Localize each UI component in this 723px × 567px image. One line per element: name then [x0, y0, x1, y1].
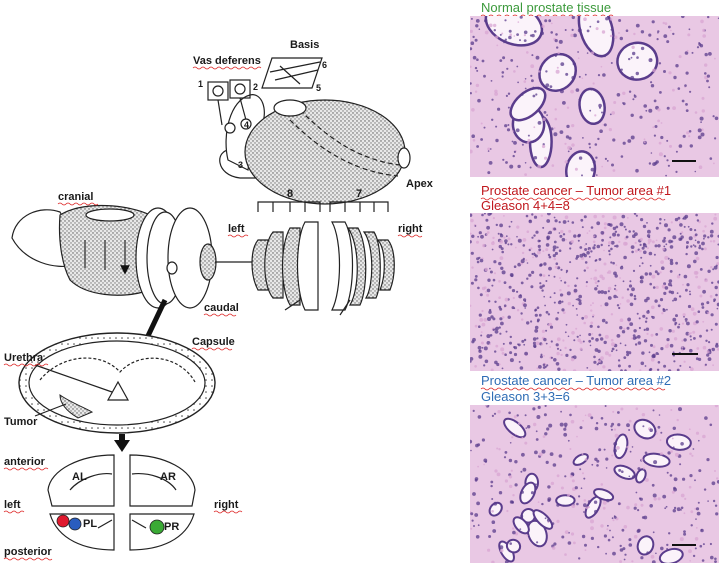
label-tumor: Tumor	[4, 416, 38, 428]
label-n3: 3	[238, 160, 243, 170]
slice-bracket-8	[257, 201, 321, 212]
prostate-dissection-diagram: Basis Vas deferens Apex 1 2 3 4 5 6 cran…	[3, 39, 434, 561]
whole-prostate-drawing	[207, 57, 411, 205]
marker-blue-dot	[68, 517, 82, 531]
scale-bar-tumor-2	[672, 544, 696, 546]
marker-green-dot	[149, 519, 165, 535]
label-cranial: cranial	[58, 191, 93, 203]
cross-section-drawing	[18, 332, 216, 434]
label-posterior: posterior	[4, 546, 52, 558]
label-slice-7: 7	[356, 188, 362, 200]
label-left-top: left	[228, 223, 245, 235]
histology-panel-tumor-1: Prostate cancer – Tumor area #1 Gleason …	[470, 183, 719, 371]
histology-panel-tumor-2: Prostate cancer – Tumor area #2 Gleason …	[470, 373, 719, 563]
caption-normal-tissue: Normal prostate tissue	[481, 0, 611, 15]
label-left-bottom: left	[4, 499, 21, 511]
label-al: AL	[72, 471, 87, 483]
label-n1: 1	[198, 79, 203, 89]
scale-bar-tumor-1	[672, 353, 698, 355]
label-basis: Basis	[290, 39, 319, 51]
caption-tumor-area-1: Prostate cancer – Tumor area #1	[481, 183, 671, 198]
label-n2: 2	[253, 82, 258, 92]
label-pl: PL	[83, 518, 97, 530]
label-slice-8: 8	[287, 188, 293, 200]
seminal-vesicle-outline	[219, 149, 275, 179]
label-right-bottom: right	[214, 499, 239, 511]
label-n5: 5	[316, 83, 321, 93]
caption-gleason-8: Gleason 4+4=8	[481, 198, 570, 213]
label-vas-deferens: Vas deferens	[193, 55, 261, 67]
label-ar: AR	[160, 471, 176, 483]
tumor-region	[59, 394, 94, 419]
quadrant-drawing	[47, 454, 196, 551]
slice-bracket-7	[329, 201, 389, 212]
marker-red-dot	[56, 514, 70, 528]
label-pr: PR	[164, 521, 179, 533]
label-right-top: right	[398, 223, 423, 235]
label-caudal: caudal	[204, 302, 239, 314]
label-n6: 6	[322, 60, 327, 70]
arrow-to-quadrants	[114, 440, 130, 452]
sliced-prostate-drawing	[11, 205, 260, 309]
label-n4: 4	[244, 120, 249, 130]
scale-bar-normal	[672, 160, 696, 162]
label-apex: Apex	[406, 178, 434, 190]
label-urethra: Urethra	[4, 352, 44, 364]
apex-slices-drawing	[251, 201, 395, 316]
apex-tip	[397, 147, 411, 169]
section-plane-6	[261, 57, 323, 89]
quadrant-ar	[129, 454, 196, 507]
prostate-body	[244, 99, 406, 205]
histology-panel-normal: Normal prostate tissue	[470, 0, 719, 177]
histology-image-tumor-1	[470, 213, 719, 371]
caption-gleason-6: Gleason 3+3=6	[481, 389, 570, 404]
label-anterior: anterior	[4, 456, 46, 468]
label-capsule: Capsule	[192, 336, 235, 348]
caption-tumor-area-2: Prostate cancer – Tumor area #2	[481, 373, 671, 388]
urethra-drawing	[106, 380, 130, 401]
